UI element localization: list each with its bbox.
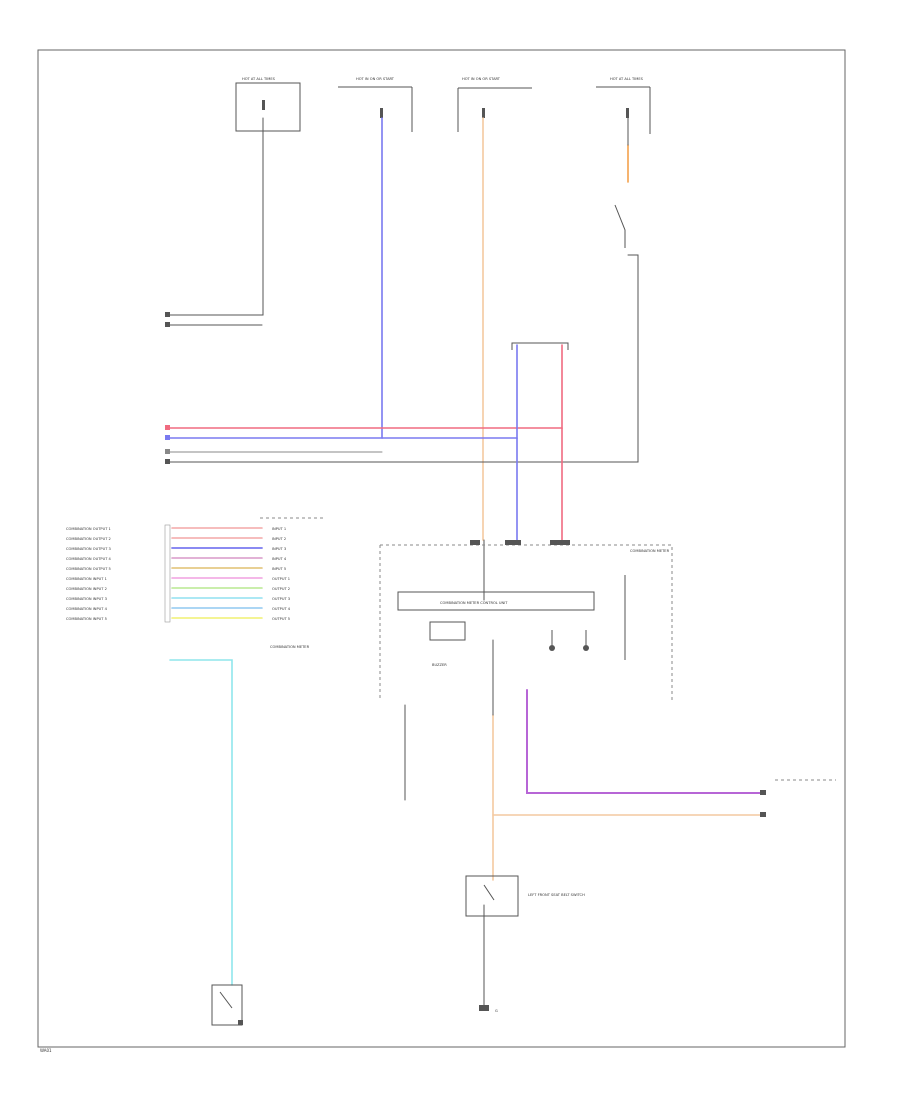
svg-text:COMBINATION OUTPUT 2: COMBINATION OUTPUT 2	[66, 537, 111, 541]
legend-row-2: COMBINATION OUTPUT 2 INPUT 2	[66, 537, 286, 541]
svg-text:COMBINATION INPUT 3: COMBINATION INPUT 3	[66, 597, 107, 601]
combination-meter: COMBINATION METER	[379, 540, 673, 700]
wire-black-4b	[169, 254, 639, 463]
legend-row-7: COMBINATION INPUT 2 OUTPUT 2	[66, 587, 290, 591]
svg-text:INPUT 5: INPUT 5	[272, 567, 286, 571]
wire-black-1	[169, 117, 264, 316]
legend-row-8: COMBINATION INPUT 3 OUTPUT 3	[66, 597, 290, 601]
wire-blue-1	[169, 117, 383, 439]
svg-text:COMBINATION INPUT 1: COMBINATION INPUT 1	[66, 577, 107, 581]
fuse-box-4-switch	[614, 204, 626, 248]
connector-legend: COMBINATION METER COMBINATION OUTPUT 1 I…	[66, 517, 325, 649]
legend-row-9: COMBINATION INPUT 4 OUTPUT 4	[66, 607, 291, 611]
svg-text:OUTPUT 4: OUTPUT 4	[272, 607, 291, 611]
svg-text:COMBINATION OUTPUT 4: COMBINATION OUTPUT 4	[66, 557, 112, 561]
svg-text:INPUT 1: INPUT 1	[272, 527, 286, 531]
combination-meter-label: COMBINATION METER	[630, 549, 670, 553]
right-connector	[760, 779, 836, 817]
fuse-box-3: HOT IN ON OR START	[457, 77, 532, 132]
svg-text:COMBINATION INPUT 5: COMBINATION INPUT 5	[66, 617, 107, 621]
left-pin-group-1	[165, 312, 170, 327]
seat-belt-switch: LEFT FRONT SEAT BELT SWITCH	[465, 875, 585, 917]
svg-text:COMBINATION OUTPUT 3: COMBINATION OUTPUT 3	[66, 547, 111, 551]
diagram-frame	[37, 49, 846, 1048]
left-lower-switch	[211, 984, 243, 1026]
wire-blue-2	[381, 344, 518, 439]
left-pin-group-2	[165, 425, 170, 464]
fuse-box-3-title: HOT IN ON OR START	[462, 77, 501, 81]
indicator-lamp	[549, 630, 589, 651]
relay-bracket	[511, 342, 569, 350]
svg-text:OUTPUT 2: OUTPUT 2	[272, 587, 290, 591]
legend-row-3: COMBINATION OUTPUT 3 INPUT 3	[66, 547, 286, 551]
svg-text:COMBINATION INPUT 4: COMBINATION INPUT 4	[66, 607, 108, 611]
ground-symbol: G	[479, 1005, 498, 1013]
fuse-box-1: HOT AT ALL TIMES	[235, 77, 301, 132]
fuse-box-4-title: HOT AT ALL TIMES	[610, 77, 644, 81]
fuse-box-4: HOT AT ALL TIMES	[596, 77, 651, 134]
legend-row-10: COMBINATION INPUT 5 OUTPUT 5	[66, 617, 290, 621]
wire-purple	[526, 689, 761, 794]
legend-row-6: COMBINATION INPUT 1 OUTPUT 1	[66, 577, 290, 581]
fuse-box-2: HOT IN ON OR START	[338, 77, 413, 132]
svg-text:COMBINATION INPUT 2: COMBINATION INPUT 2	[66, 587, 107, 591]
svg-text:OUTPUT 5: OUTPUT 5	[272, 617, 290, 621]
ground-label: G	[495, 1009, 498, 1013]
svg-text:COMBINATION OUTPUT 5: COMBINATION OUTPUT 5	[66, 567, 111, 571]
svg-text:OUTPUT 3: OUTPUT 3	[272, 597, 290, 601]
wire-red-1	[169, 344, 563, 429]
svg-text:COMBINATION OUTPUT 1: COMBINATION OUTPUT 1	[66, 527, 111, 531]
svg-text:INPUT 3: INPUT 3	[272, 547, 286, 551]
fuse-box-2-title: HOT IN ON OR START	[356, 77, 395, 81]
svg-text:OUTPUT 1: OUTPUT 1	[272, 577, 290, 581]
control-unit: COMBINATION METER CONTROL UNIT	[397, 575, 626, 660]
legend-row-5: COMBINATION OUTPUT 5 INPUT 5	[66, 567, 286, 571]
seat-belt-switch-label: LEFT FRONT SEAT BELT SWITCH	[528, 893, 585, 897]
buzzer-label: BUZZER	[432, 663, 447, 667]
fuse-box-1-title: HOT AT ALL TIMES	[242, 77, 276, 81]
legend-row-4: COMBINATION OUTPUT 4 INPUT 4	[66, 557, 287, 561]
svg-text:INPUT 2: INPUT 2	[272, 537, 286, 541]
footer-code: WA01	[40, 1048, 52, 1053]
legend-row-1: COMBINATION OUTPUT 1 INPUT 1	[66, 527, 286, 531]
control-unit-label: COMBINATION METER CONTROL UNIT	[440, 601, 508, 605]
connector-legend-title: COMBINATION METER	[270, 645, 310, 649]
wire-cyan	[169, 659, 233, 986]
buzzer: BUZZER	[429, 621, 466, 667]
svg-text:INPUT 4: INPUT 4	[272, 557, 287, 561]
